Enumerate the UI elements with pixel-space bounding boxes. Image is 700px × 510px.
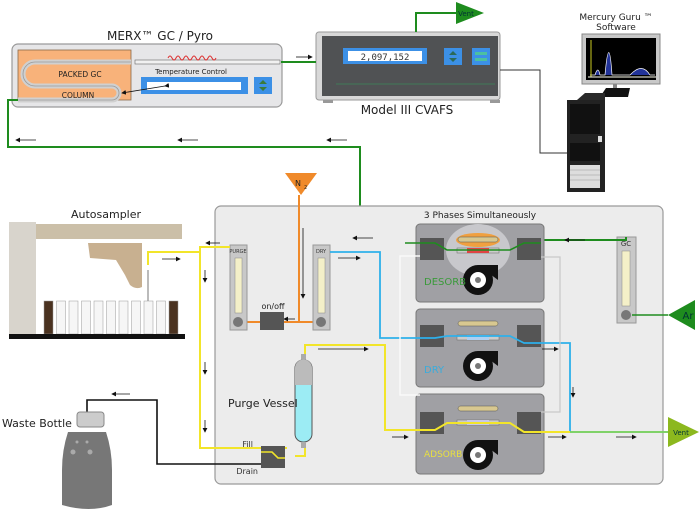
cvafs-stepper[interactable] — [444, 48, 462, 65]
gc-pyro-unit: MERX™ GC / Pyro PACKED GC COLUMN Tempera… — [11, 29, 283, 108]
vial-rack — [43, 300, 179, 335]
purge-vessel: Purge Vessel — [228, 354, 313, 448]
dry-flowmeter[interactable]: DRY — [312, 244, 331, 331]
adsorb-panel: ADSORB — [415, 393, 545, 475]
gc-flowmeter[interactable]: GC — [616, 236, 637, 324]
fill-label: Fill — [242, 440, 253, 449]
n2-subscript: 2 — [304, 185, 307, 191]
vial — [156, 300, 166, 335]
vial — [81, 300, 91, 335]
vial — [168, 300, 179, 335]
autosampler: Autosampler — [9, 208, 185, 339]
heating-coil-icon — [167, 55, 217, 61]
dry-flowmeter-label: DRY — [316, 249, 327, 255]
chromatogram-icon — [590, 52, 655, 76]
cvafs-vent-icon — [456, 2, 484, 24]
dry-gas-line — [330, 251, 668, 433]
on-off-valve[interactable] — [260, 312, 284, 330]
purge-vessel-label: Purge Vessel — [228, 397, 298, 410]
pyro-tube — [134, 59, 281, 65]
purge-flowmeter-label: PURGE — [229, 249, 246, 255]
cvafs-display — [348, 51, 422, 61]
cvafs-unit: 2,097,152 Model III CVAFS Vent — [315, 2, 501, 117]
cvafs-vent-label: Vent — [458, 10, 474, 18]
column-label-1: PACKED GC — [58, 70, 101, 79]
autosampler-title: Autosampler — [71, 208, 142, 221]
waste-bottle-label: Waste Bottle — [2, 417, 72, 430]
software-title-2: Software — [596, 23, 636, 33]
temperature-control-label: Temperature Control — [154, 68, 227, 76]
vial — [56, 300, 66, 335]
n2-source-icon — [285, 173, 317, 195]
vial — [68, 300, 79, 335]
computer: Mercury Guru ™ Software — [500, 13, 661, 192]
drain-line — [86, 399, 261, 465]
adsorb-label: ADSORB — [424, 450, 462, 460]
desorb-label: DESORB — [424, 277, 466, 288]
argon-label: Ar — [683, 311, 695, 322]
dry-label: DRY — [424, 365, 445, 376]
vial — [93, 300, 104, 335]
system-title: 3 Phases Simultaneously — [424, 211, 537, 221]
waste-bottle: Waste Bottle — [2, 411, 112, 509]
vial — [131, 300, 141, 335]
drain-label: Drain — [236, 467, 258, 476]
dry-panel: DRY — [415, 308, 545, 388]
vial — [118, 300, 129, 335]
packed-gc-column — [17, 49, 132, 101]
purge-flowmeter[interactable]: PURGE — [229, 244, 248, 331]
temperature-stepper[interactable] — [254, 77, 272, 94]
software-title-1: Mercury Guru ™ — [579, 13, 652, 23]
vent-icon — [668, 417, 699, 447]
vial — [106, 300, 116, 335]
valve-label: on/off — [261, 302, 285, 311]
fill-drain-valve[interactable] — [261, 446, 285, 468]
cvafs-button[interactable] — [472, 48, 490, 65]
gc-flowmeter-label: GC — [621, 240, 631, 248]
vial — [43, 300, 54, 335]
vial — [143, 300, 154, 335]
gc-pyro-title: MERX™ GC / Pyro — [107, 29, 213, 43]
n2-label: N — [295, 179, 301, 188]
vent-label: Vent — [673, 429, 689, 437]
desorb-panel: DESORB — [405, 223, 545, 303]
argon-source-icon — [668, 300, 695, 330]
column-label-2: COLUMN — [62, 91, 95, 100]
cvafs-title: Model III CVAFS — [361, 103, 454, 117]
cvafs-display-value: 2,097,152 — [361, 53, 410, 63]
sample-line — [199, 246, 287, 449]
